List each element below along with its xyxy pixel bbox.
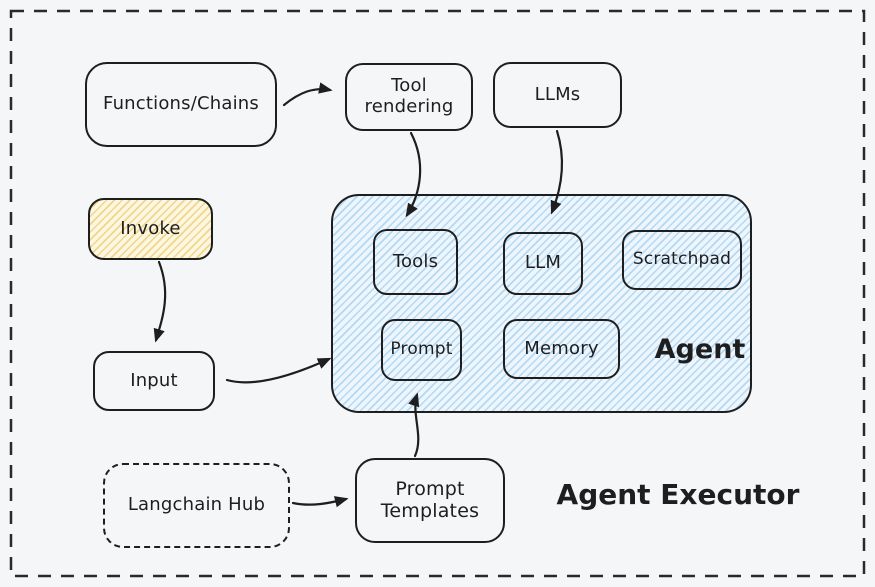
llm-box: LLM <box>503 232 583 295</box>
arrow-langchain-hub-to-prompt-templates <box>291 496 349 508</box>
llms-label: LLMs <box>534 83 581 105</box>
arrow-functions-chains-to-tool-rendering <box>282 82 333 107</box>
agent-label: Agent <box>654 334 746 365</box>
langchain-hub-box: Langchain Hub <box>103 463 290 548</box>
scratchpad-box: Scratchpad <box>622 230 742 290</box>
tool-rendering-box: Tool rendering <box>345 63 473 131</box>
arrow-input-to-agent <box>225 357 332 384</box>
functions-chains-label: Functions/Chains <box>103 93 259 115</box>
arrow-invoke-to-input <box>153 260 167 343</box>
memory-box: Memory <box>503 319 620 379</box>
tools-box: Tools <box>373 229 458 295</box>
diagram-title: Agent Executor <box>556 478 800 511</box>
tools-label: Tools <box>392 250 439 272</box>
llm-label: LLM <box>524 252 562 274</box>
invoke-box: Invoke <box>88 198 213 260</box>
functions-chains-box: Functions/Chains <box>85 62 277 147</box>
prompt-templates-box: Prompt Templates <box>355 458 505 543</box>
memory-label: Memory <box>524 337 599 359</box>
tool-rendering-label: Tool rendering <box>364 75 454 117</box>
langchain-hub-label: Langchain Hub <box>127 494 266 516</box>
scratchpad-label: Scratchpad <box>632 249 732 270</box>
input-label: Input <box>130 369 178 391</box>
prompt-templates-label: Prompt Templates <box>380 477 480 522</box>
input-box: Input <box>93 351 215 411</box>
llms-box: LLMs <box>493 62 622 128</box>
prompt-label: Prompt <box>390 339 453 360</box>
prompt-box: Prompt <box>381 319 462 381</box>
invoke-label: Invoke <box>120 217 181 239</box>
